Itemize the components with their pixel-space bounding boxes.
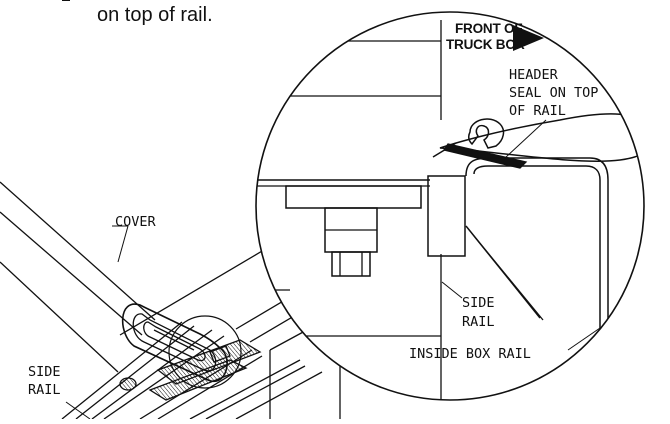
header-seal-leader [504,119,547,159]
side-rail-left-leader [65,401,91,420]
detail-circle [255,11,645,401]
side-rail-detail-line2: RAIL [462,314,495,330]
cover-leader [117,225,129,263]
header-seal-line3: OF RAIL [509,103,566,119]
side-rail-detail-leader [441,281,463,299]
header-seal-line1: HEADER [509,67,559,83]
truck-side-rail-view [0,181,431,420]
header-seal-line2: SEAL ON TOP [509,85,598,101]
cover-label: COVER [115,214,157,230]
detail-source-circle [168,315,242,389]
inside-box-rail-label: INSIDE BOX RAIL [409,346,531,362]
side-rail-left-line1: SIDE [28,364,61,380]
caption-text: on top of rail. [97,4,213,26]
side-rail-detail-line1: SIDE [462,295,495,311]
inside-box-rail-leader [567,327,601,351]
front-of-truck-box-line2: TRUCK BOX [446,37,525,52]
side-rail-left-line2: RAIL [28,382,61,398]
front-of-truck-box-line1: FRONT OF [455,21,522,36]
detail-circle-fill [256,12,644,400]
triangle-right-icon [513,25,544,51]
